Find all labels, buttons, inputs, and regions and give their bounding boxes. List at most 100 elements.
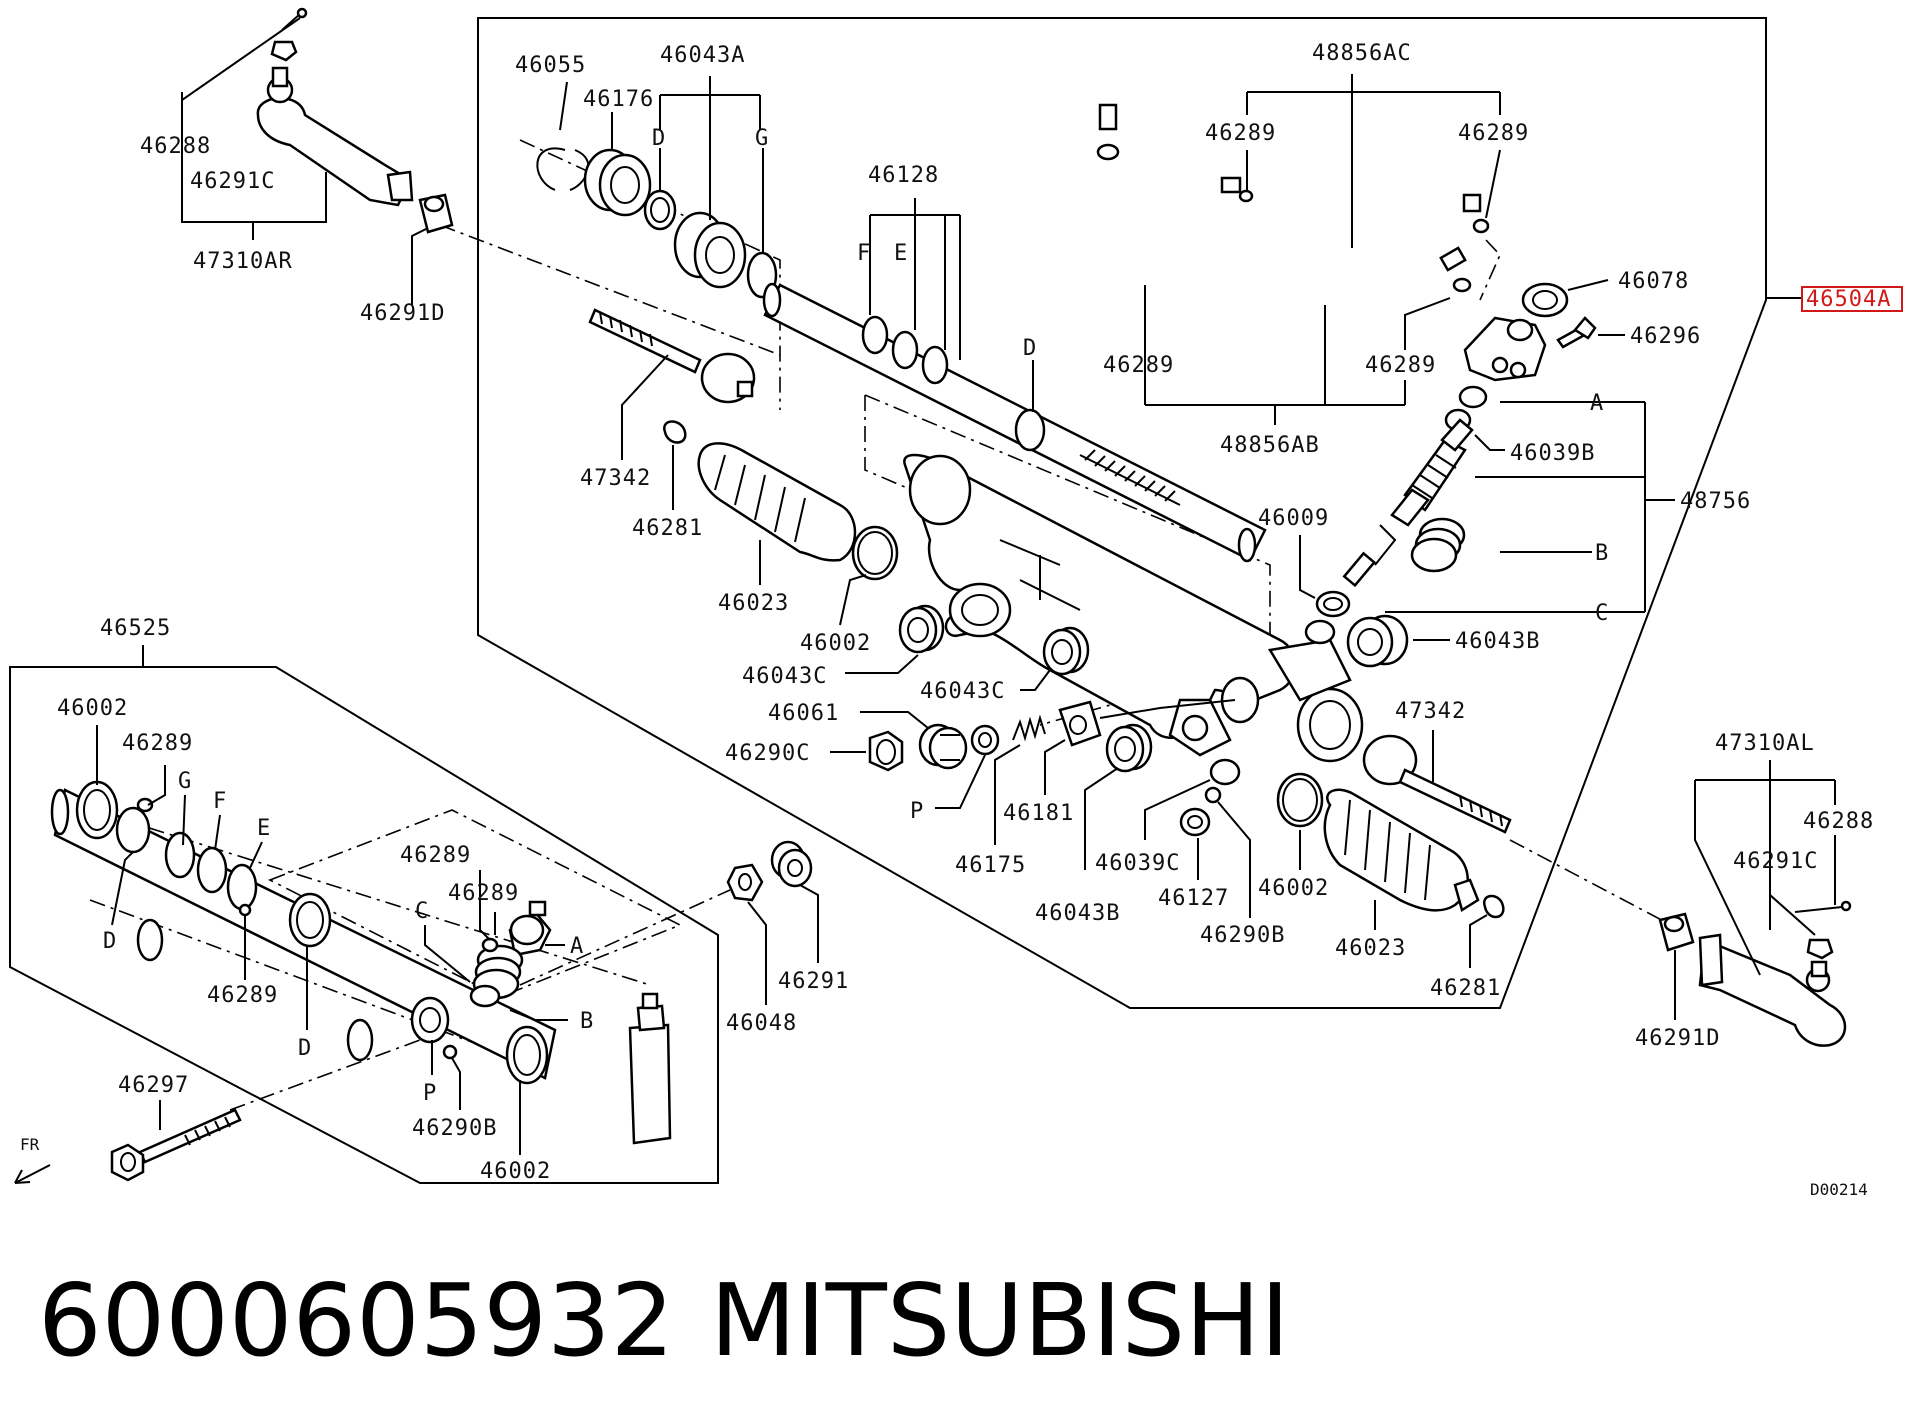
label-B2: B bbox=[580, 1009, 594, 1034]
snap-ring-46055 bbox=[536, 147, 590, 191]
label-46290B-main: 46290B bbox=[1200, 923, 1285, 948]
label-46296: 46296 bbox=[1630, 324, 1701, 349]
label-diagram-code: D00214 bbox=[1810, 1180, 1868, 1199]
leader-46291C-right bbox=[1769, 875, 1816, 936]
leader-46043C-left bbox=[845, 654, 919, 674]
o-ring-A bbox=[1458, 385, 1488, 409]
bush-46291 bbox=[770, 840, 813, 888]
label-E2: E bbox=[257, 816, 271, 841]
leader-P1 bbox=[935, 754, 986, 809]
leader-46039B bbox=[1474, 434, 1505, 451]
label-46002c: 46002 bbox=[57, 696, 128, 721]
leader-46043C-mid bbox=[1020, 669, 1051, 691]
label-46002-right: 46002 bbox=[1258, 876, 1329, 901]
label-46043C-mid: 46043C bbox=[920, 679, 1005, 704]
spring-46175 bbox=[1012, 714, 1046, 742]
bush-46043A bbox=[673, 211, 747, 289]
centerline-sub-top bbox=[59, 799, 651, 986]
label-46289h: 46289 bbox=[448, 881, 519, 906]
label-C1: C bbox=[1595, 601, 1609, 626]
cap-46127 bbox=[1179, 807, 1211, 837]
label-46289b: 46289 bbox=[1458, 121, 1529, 146]
label-D4: D bbox=[298, 1036, 312, 1061]
label-46181: 46181 bbox=[1003, 801, 1074, 826]
leader-E2 bbox=[249, 841, 263, 869]
leader-46289e bbox=[147, 765, 166, 806]
label-E1: E bbox=[894, 241, 908, 266]
clamp-46281-right bbox=[1482, 894, 1505, 919]
label-46288-right: 46288 bbox=[1803, 809, 1874, 834]
nut-46291D-right bbox=[1658, 912, 1695, 952]
label-46289e: 46289 bbox=[122, 731, 193, 756]
bolt-46296 bbox=[1556, 316, 1597, 349]
bush-46043B-top bbox=[1346, 614, 1409, 668]
label-A2: A bbox=[570, 934, 584, 959]
leader-47310AR bbox=[181, 17, 327, 240]
boot-46023-left bbox=[697, 442, 857, 562]
label-46043C-left: 46043C bbox=[742, 664, 827, 689]
clamp-46281-left bbox=[663, 420, 687, 444]
ring-46002-right bbox=[1276, 772, 1324, 828]
rack-46128 bbox=[762, 282, 1267, 563]
bush-46043C-left bbox=[898, 604, 945, 654]
label-46023-right: 46023 bbox=[1335, 936, 1406, 961]
leader-48756 bbox=[1385, 401, 1675, 613]
label-46281-right: 46281 bbox=[1430, 976, 1501, 1001]
leader-47342-left bbox=[621, 354, 669, 460]
label-C2: C bbox=[415, 899, 429, 924]
centerline-top bbox=[439, 224, 781, 356]
leader-46009 bbox=[1299, 535, 1316, 599]
label-46176: 46176 bbox=[583, 87, 654, 112]
label-46281-left: 46281 bbox=[632, 516, 703, 541]
boot-48756-B bbox=[1410, 517, 1466, 573]
leader-46289g bbox=[479, 870, 491, 941]
caption-brand: MITSUBISHI bbox=[710, 1262, 1290, 1379]
leader-yoke bbox=[1099, 699, 1236, 719]
label-46055: 46055 bbox=[515, 53, 586, 78]
label-47310AR: 47310AR bbox=[193, 249, 293, 274]
label-46291C-right: 46291C bbox=[1733, 849, 1818, 874]
tie-rod-end-left bbox=[256, 7, 414, 207]
label-48856AC: 48856AC bbox=[1312, 41, 1412, 66]
leader-46290Bb bbox=[451, 1057, 461, 1110]
bearing-46176 bbox=[583, 148, 652, 217]
label-46291D-right: 46291D bbox=[1635, 1026, 1720, 1051]
centerline-sub-bolt bbox=[229, 1039, 421, 1111]
label-46039B: 46039B bbox=[1510, 441, 1595, 466]
grease-tube bbox=[628, 992, 672, 1145]
label-46009: 46009 bbox=[1258, 506, 1329, 531]
main-assembly-frame bbox=[477, 17, 1767, 1009]
pinion-48756 bbox=[1342, 418, 1474, 588]
centerline-sub-ring bbox=[519, 889, 731, 986]
leader-48856AC bbox=[1246, 74, 1501, 248]
leader-46281-right bbox=[1469, 914, 1488, 968]
label-46289c: 46289 bbox=[1103, 353, 1174, 378]
label-46048: 46048 bbox=[726, 1011, 797, 1036]
fr-arrow-icon bbox=[14, 1164, 51, 1184]
rack-subassembly-frame bbox=[9, 666, 719, 1184]
label-B1: B bbox=[1595, 541, 1609, 566]
valve-body bbox=[1463, 316, 1547, 382]
leader-47310AL bbox=[1694, 760, 1836, 976]
label-46290B-sub: 46290B bbox=[412, 1116, 497, 1141]
valve-46078 bbox=[1521, 282, 1569, 318]
label-46127: 46127 bbox=[1158, 886, 1229, 911]
label-46002-left: 46002 bbox=[800, 631, 871, 656]
leader-46290B-main bbox=[1217, 801, 1251, 918]
seal-46009 bbox=[1304, 619, 1336, 645]
leader-46039C bbox=[1144, 779, 1211, 840]
label-47342-right: 47342 bbox=[1395, 699, 1466, 724]
label-47342-left: 47342 bbox=[580, 466, 651, 491]
label-46289d: 46289 bbox=[1365, 353, 1436, 378]
leader-46181 bbox=[1044, 739, 1066, 795]
label-46288-left: 46288 bbox=[140, 134, 211, 159]
inner-tie-rod-right bbox=[1362, 734, 1512, 834]
leader-D3 bbox=[111, 851, 134, 926]
label-D2: D bbox=[1023, 336, 1037, 361]
sub-rack-tube bbox=[50, 780, 557, 1085]
leader-46048 bbox=[747, 901, 767, 1005]
label-46043A: 46043A bbox=[660, 43, 745, 68]
seal-46043A-d bbox=[643, 189, 677, 231]
label-G1: G bbox=[755, 126, 769, 151]
